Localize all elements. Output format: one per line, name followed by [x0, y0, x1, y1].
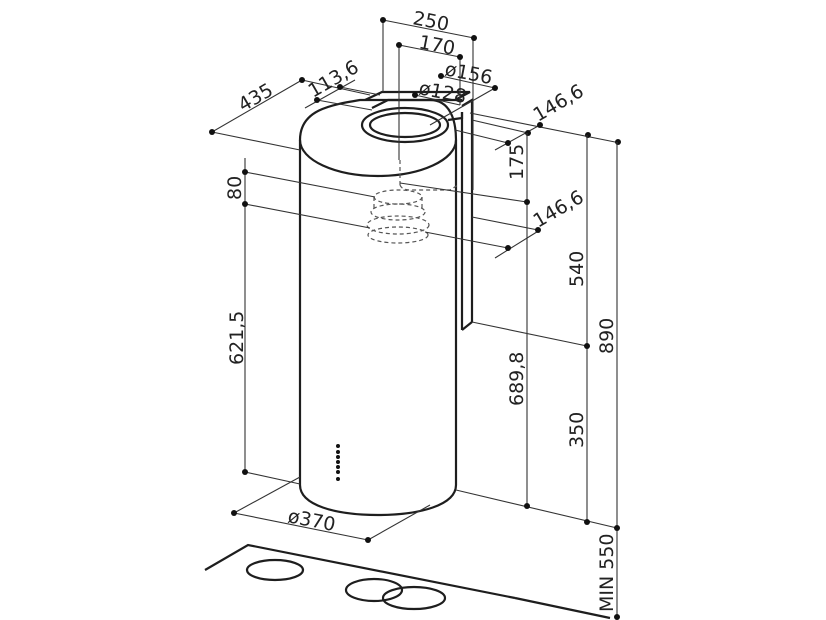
dim-175: 175 — [506, 144, 528, 180]
top-outlet — [360, 90, 471, 144]
dim-146-6-top: 146,6 — [530, 80, 588, 126]
chimney — [399, 98, 474, 331]
dim-350: 350 — [566, 412, 588, 448]
dimension-labels: 250 170 ø156 ø128 435 113,6 146,6 146,6 … — [224, 7, 618, 612]
dim-min-550: MIN 550 — [596, 533, 618, 612]
cooktop — [204, 543, 611, 620]
internal-blower — [366, 189, 430, 244]
dim-890: 890 — [596, 318, 618, 354]
dim-113-6: 113,6 — [305, 56, 363, 102]
dim-689-8: 689,8 — [506, 352, 528, 406]
hood-body — [298, 98, 458, 517]
dim-250: 250 — [411, 7, 451, 36]
dim-170: 170 — [417, 31, 457, 60]
dim-146-6-mid: 146,6 — [530, 186, 588, 232]
dim-540: 540 — [566, 251, 588, 287]
dim-435: 435 — [235, 79, 277, 116]
dim-80: 80 — [224, 176, 246, 200]
dimension-lines — [209, 17, 621, 620]
dim-621-5: 621,5 — [226, 311, 248, 365]
control-buttons — [336, 444, 340, 481]
